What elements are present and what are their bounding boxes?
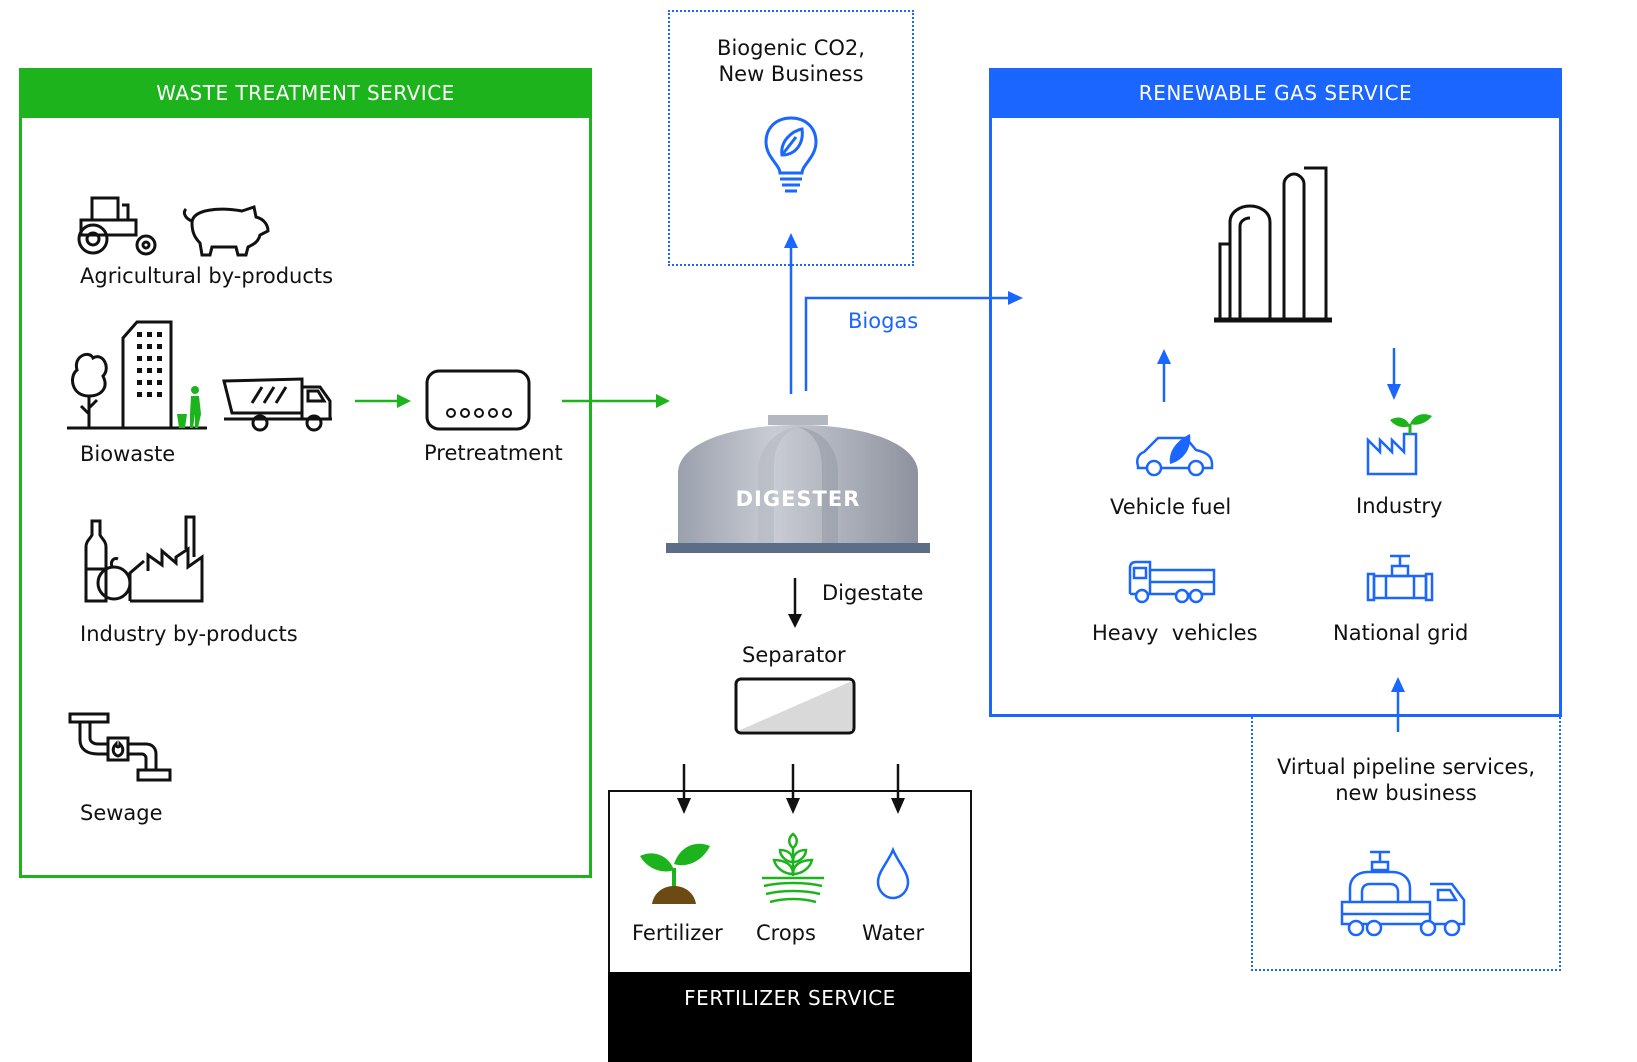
digestate-arrow-icon: [788, 578, 802, 628]
water-arrow-icon: [891, 764, 905, 814]
pretreatment-label: Pretreatment: [424, 441, 563, 465]
crops-arrow-icon: [786, 764, 800, 814]
fertilizer-header: FERTILIZER SERVICE: [608, 972, 972, 1062]
biogas-label: Biogas: [848, 309, 919, 333]
pipeline-valve-icon: [1366, 554, 1434, 602]
fertilizer-title: FERTILIZER SERVICE: [684, 986, 896, 1010]
digester-tank-icon: [666, 415, 930, 553]
green-factory-icon: [1366, 414, 1432, 476]
industry-label: Industry: [1356, 494, 1443, 518]
pipeline-title-line1: Virtual pipeline services,: [1276, 755, 1536, 779]
digester-label: DIGESTER: [735, 487, 861, 511]
waste-treatment-title: WASTE TREATMENT SERVICE: [156, 81, 455, 105]
crops-icon: [762, 832, 824, 904]
water-label: Water: [862, 921, 925, 945]
virtual-pipeline-box: [1251, 717, 1561, 971]
agricultural-label: Agricultural by-products: [80, 264, 334, 288]
digestate-label: Digestate: [822, 581, 924, 605]
pretreatment-icon: [425, 369, 531, 431]
fertilizer-label: Fertilizer: [632, 921, 723, 945]
co2-title-line1: Biogenic CO2,: [717, 36, 865, 60]
green-arrow-icon: [562, 394, 670, 408]
national-grid-label: National grid: [1333, 621, 1469, 645]
building-icon: [67, 320, 207, 430]
biogas-arrow-icon: [804, 291, 1023, 391]
sewage-pipe-icon: [68, 712, 172, 782]
pipeline-truck-icon: [1340, 850, 1466, 937]
tractor-icon: [77, 196, 157, 256]
pig-icon: [182, 205, 270, 257]
waste-treatment-header: WASTE TREATMENT SERVICE: [19, 68, 592, 118]
waste-treatment-panel: WASTE TREATMENT SERVICE: [19, 68, 592, 878]
down-arrow-icon: [1387, 348, 1401, 400]
co2-title-line2: New Business: [718, 62, 864, 86]
fertilizer-panel: FERTILIZER SERVICE: [608, 790, 972, 1062]
renewable-gas-panel: RENEWABLE GAS SERVICE: [989, 68, 1562, 717]
water-drop-icon: [876, 846, 910, 900]
co2-arrow-icon: [784, 233, 798, 394]
lightbulb-leaf-icon: [764, 116, 818, 193]
pipeline-title-line2: new business: [1335, 781, 1477, 805]
up-arrow-icon: [1157, 349, 1171, 402]
garbage-truck-icon: [222, 377, 332, 432]
pipeline-arrow-icon: [1391, 677, 1405, 732]
heavy-vehicles-label: Heavy vehicles: [1092, 621, 1258, 645]
vehicle-fuel-label: Vehicle fuel: [1110, 495, 1232, 519]
heavy-truck-icon: [1128, 560, 1216, 604]
crops-label: Crops: [756, 921, 816, 945]
eco-car-icon: [1136, 434, 1214, 477]
renewable-gas-title: RENEWABLE GAS SERVICE: [1138, 81, 1413, 105]
gas-plant-icon: [1214, 166, 1332, 323]
separator-icon: [734, 677, 856, 735]
industry-byproducts-label: Industry by-products: [80, 622, 298, 646]
biowaste-label: Biowaste: [80, 442, 176, 466]
factory-bottle-icon: [84, 515, 204, 603]
separator-label: Separator: [742, 643, 846, 667]
fertilizer-arrow-icon: [677, 764, 691, 814]
green-arrow-icon: [355, 394, 411, 408]
sprout-icon: [640, 843, 710, 904]
renewable-gas-header: RENEWABLE GAS SERVICE: [989, 68, 1562, 118]
sewage-label: Sewage: [80, 801, 163, 825]
